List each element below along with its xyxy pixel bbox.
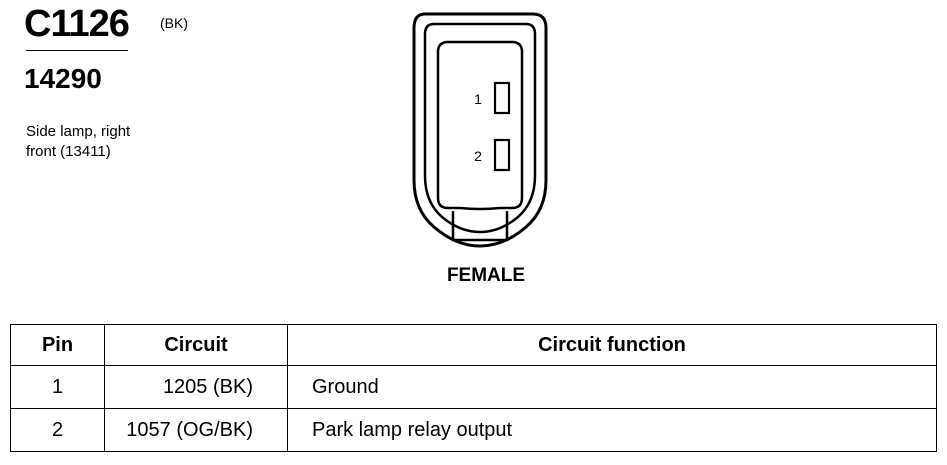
pin-2-terminal	[493, 138, 511, 172]
component-description: Side lamp, right front (13411)	[26, 122, 130, 162]
column-header-pin: Pin	[10, 324, 105, 366]
circuit-cell: 1205 (BK)	[104, 365, 288, 409]
connector-color-code: (BK)	[160, 15, 188, 31]
pin-1-terminal	[493, 81, 511, 115]
pin-number-cell: 2	[10, 408, 105, 452]
pin-2-label: 2	[474, 148, 482, 164]
pin-cavity-frame	[436, 40, 524, 211]
circuit-function-cell: Ground	[287, 365, 937, 409]
table-header-row: Pin Circuit Circuit function	[10, 324, 937, 366]
pin-circuit-table: Pin Circuit Circuit function 1 1205 (BK)…	[10, 324, 937, 452]
connector-id: C1126	[24, 3, 130, 45]
connector-outer-shell	[412, 12, 548, 248]
connector-gender-label: FEMALE	[446, 265, 526, 286]
circuit-cell: 1057 (OG/BK)	[104, 408, 288, 452]
pin-1-label: 1	[474, 91, 482, 107]
description-line-2: front (13411)	[26, 143, 111, 160]
table-row: 1 1205 (BK) Ground	[10, 365, 937, 409]
description-line-1: Side lamp, right	[26, 123, 131, 140]
column-header-circuit: Circuit	[104, 324, 288, 366]
connector-inner-shell	[423, 22, 537, 234]
connector-face-diagram: 1 2	[412, 12, 548, 248]
column-header-function: Circuit function	[287, 324, 937, 366]
table-row: 2 1057 (OG/BK) Park lamp relay output	[10, 408, 937, 452]
title-divider	[26, 50, 128, 51]
part-number: 14290	[24, 63, 102, 94]
pin-number-cell: 1	[10, 365, 105, 409]
connector-latch	[451, 211, 509, 242]
circuit-function-cell: Park lamp relay output	[287, 408, 937, 452]
